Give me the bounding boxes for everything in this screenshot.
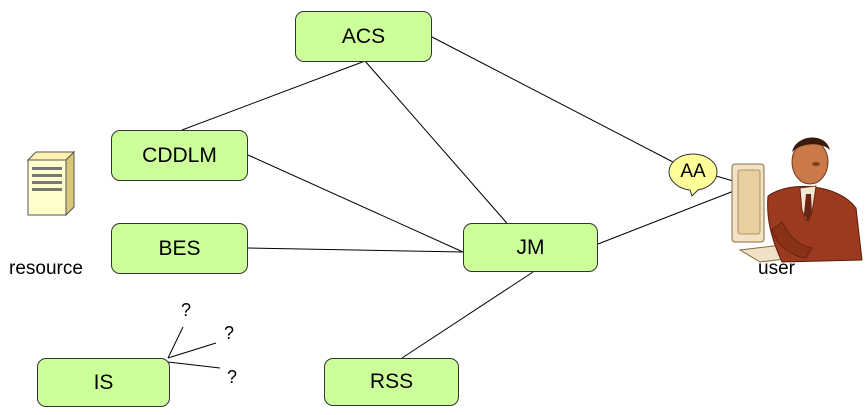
node-is-label: IS — [93, 370, 114, 394]
question-mark-1: ? — [181, 300, 192, 320]
edge-is-q1 — [167, 326, 184, 359]
edge-cddlm-jm — [247, 154, 464, 253]
edge-acs-jm — [364, 60, 534, 254]
node-acs-label: ACS — [341, 24, 386, 48]
edge-acs-user — [431, 36, 674, 163]
node-bes-label: BES — [158, 236, 201, 260]
node-jm-label: JM — [516, 235, 545, 259]
edge-acs-cddlm — [181, 60, 366, 131]
node-acs: ACS — [295, 11, 432, 62]
user-label: user — [758, 258, 795, 279]
node-cddlm: CDDLM — [111, 130, 248, 181]
node-rss: RSS — [324, 358, 459, 406]
resource-label: resource — [9, 258, 83, 279]
question-mark-3: ? — [227, 367, 238, 387]
edge-jm-rss — [401, 271, 534, 359]
edge-is-q3 — [167, 361, 221, 369]
person-at-computer-icon — [731, 137, 863, 263]
aa-bubble-shape — [668, 153, 718, 197]
node-cddlm-label: CDDLM — [142, 143, 217, 167]
node-is: IS — [37, 358, 170, 407]
node-jm: JM — [463, 223, 598, 272]
edge-is-q2 — [167, 342, 217, 359]
aa-bubble: AA — [669, 153, 717, 191]
edge-bes-jm — [247, 247, 464, 253]
question-mark-2: ? — [224, 323, 235, 343]
node-bes: BES — [111, 223, 248, 274]
server-tower-icon — [26, 150, 76, 217]
edge-jm-user — [597, 186, 745, 245]
aa-label: AA — [680, 161, 706, 182]
node-rss-label: RSS — [369, 370, 414, 393]
